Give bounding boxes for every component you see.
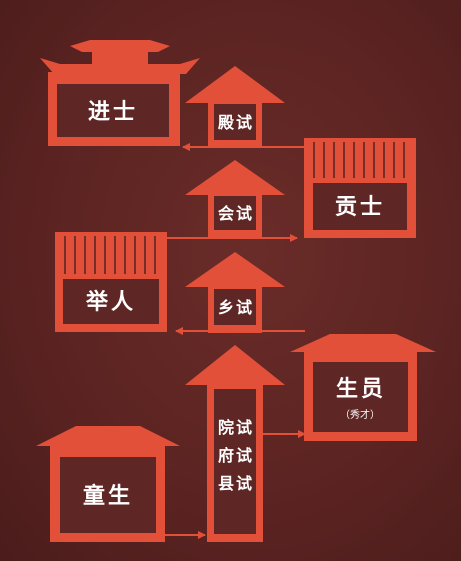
fushi-label: 府试: [218, 446, 254, 465]
county-exam-panel: [214, 389, 256, 534]
huishi-label: 会试: [218, 204, 254, 223]
juren-label: 举人: [85, 289, 136, 315]
rank-tongsheng: 童生: [36, 426, 180, 542]
tongsheng-roof: [36, 426, 180, 446]
huishi-panel: [214, 196, 256, 230]
shengyuan-panel: [313, 362, 408, 432]
shengyuan-note: （秀才）: [340, 408, 380, 421]
xiangshi-panel: [214, 289, 256, 325]
tongsheng-panel: [60, 457, 156, 533]
exam-county-prefecture-academy: 院试 府试 县试: [185, 345, 285, 542]
yuanshi-label: 院试: [218, 418, 254, 437]
rank-juren: 举人: [55, 232, 167, 332]
dianshi-label: 殿试: [217, 113, 254, 132]
shengyuan-label: 生员: [336, 377, 386, 402]
tongsheng-label: 童生: [83, 483, 133, 509]
jinshi-top-block: [92, 50, 148, 64]
juren-panel: [63, 279, 159, 324]
juren-bars: [64, 236, 156, 274]
jinshi-main-roof: [40, 58, 200, 74]
exam-huishi: 会试: [185, 160, 285, 238]
jinshi-panel: [57, 84, 169, 137]
dianshi-panel: [214, 104, 256, 140]
jinshi-top-roof: [70, 40, 170, 52]
rank-jinshi: 进士: [40, 40, 200, 146]
gongshi-bars: [313, 142, 405, 178]
shengyuan-roof: [290, 334, 436, 352]
exam-dianshi: 殿试: [185, 66, 285, 148]
rank-shengyuan: 生员 （秀才）: [290, 334, 436, 441]
xiangshi-label: 乡试: [218, 298, 254, 317]
gongshi-panel: [313, 183, 407, 230]
jinshi-label: 进士: [88, 100, 138, 125]
xianshi-label: 县试: [218, 474, 254, 493]
exam-xiangshi: 乡试: [185, 252, 285, 333]
gongshi-label: 贡士: [335, 195, 385, 220]
rank-gongshi: 贡士: [304, 138, 416, 238]
